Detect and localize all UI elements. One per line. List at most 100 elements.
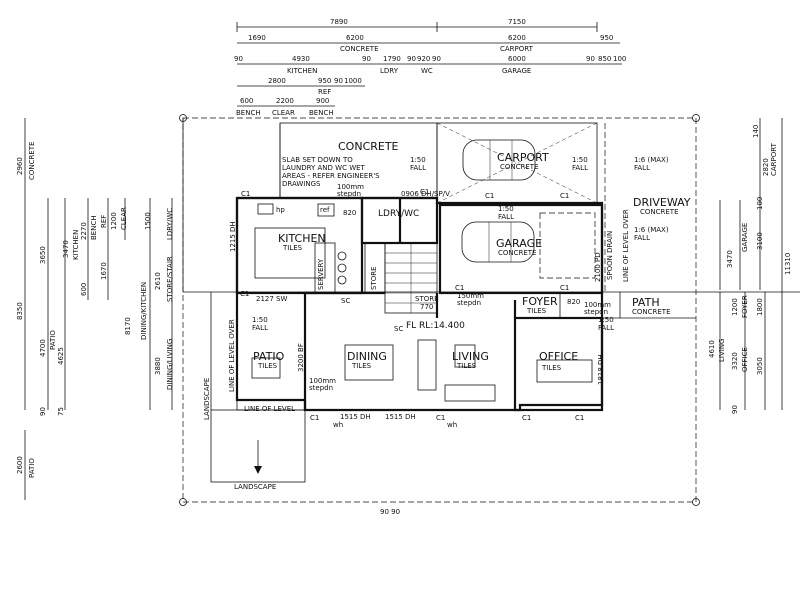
top-dim-label-concrete: CONCRETE [340, 45, 379, 53]
room-office-sub: TILES [541, 364, 562, 372]
room-landscape-left: LANDSCAPE [203, 378, 211, 420]
top-dim-2800: 2800 [268, 77, 286, 85]
right-dim-foyer: FOYER [741, 295, 749, 318]
room-labels: CONCRETE SLAB SET DOWN TO LAUNDRY AND WC… [203, 140, 691, 491]
left-dim-patio-bottom: PATIO [28, 458, 36, 478]
top-dim-850: 850 [598, 55, 611, 63]
room-store2-num: 770 [420, 303, 433, 311]
top-dim-90b: 90 [334, 77, 343, 85]
room-concrete-label: CONCRETE [338, 140, 399, 153]
top-dim-6200-b: 6200 [508, 34, 526, 42]
top-dim-1000: 1000 [344, 77, 362, 85]
top-dim-950: 950 [600, 34, 613, 42]
fall-label-4: FALL [634, 234, 650, 242]
c1-3: C1 [560, 192, 569, 200]
left-dim-bench: BENCH [90, 215, 98, 240]
room-driveway-label: DRIVEWAY [633, 196, 691, 209]
top-dim-90-4: 90 [432, 55, 441, 63]
room-dining-sub: TILES [351, 362, 372, 370]
left-dim-dining-kitchen: DINING/KITCHEN [140, 282, 148, 340]
room-garage-sub: CONCRETE [498, 249, 537, 257]
right-dim-90: 90 [731, 405, 739, 414]
right-dim-carport: CARPORT [770, 142, 778, 176]
room-dining-label: DINING [347, 350, 387, 363]
step-100-foyer: 100mm [584, 301, 611, 309]
right-dim-140: 140 [752, 125, 760, 138]
right-dim-2820: 2820 [762, 158, 770, 176]
line-of-level-bottom: LINE OF LEVEL [244, 405, 295, 413]
room-garage-label: GARAGE [496, 237, 542, 250]
top-dim-label-garage: GARAGE [502, 67, 531, 75]
left-dim-store-stair: STORE/STAIR [166, 256, 174, 302]
room-office-label: OFFICE [539, 350, 578, 363]
c1-6: C1 [436, 414, 445, 422]
stepdn-foyer: stepdn [584, 308, 608, 316]
room-ldry-wc-label: LDRY/WC [378, 209, 419, 219]
left-dim-8350: 8350 [16, 302, 24, 320]
top-dim-600: 600 [240, 97, 253, 105]
left-dim-2600: 2600 [16, 456, 24, 474]
top-dim-900: 900 [316, 97, 329, 105]
room-living-sub: TILES [456, 362, 477, 370]
room-kitchen-label: KITCHEN [278, 232, 326, 245]
left-dim-3470: 3470 [62, 240, 70, 258]
top-dim-100: 100 [613, 55, 626, 63]
c1-10: C1 [455, 284, 464, 292]
door-820-2: 820 [567, 298, 580, 306]
left-dim-2960: 2960 [16, 157, 24, 175]
concrete-note-line-3: AREAS - REFER ENGINEER'S [282, 172, 380, 180]
c1-2: C1 [485, 192, 494, 200]
right-dim-4610: 4610 [708, 340, 716, 358]
fall-label-1: FALL [410, 164, 426, 172]
top-dim-2200: 2200 [276, 97, 294, 105]
c1-5: C1 [310, 414, 319, 422]
fall-label-5: FALL [498, 213, 514, 221]
right-dim-3470: 3470 [726, 250, 734, 268]
fall-ratio-3: 1:6 (MAX) [634, 156, 669, 164]
top-dim-920: 920 [417, 55, 430, 63]
room-foyer-label: FOYER [522, 295, 558, 308]
step-100-top: 100mm [337, 183, 364, 191]
fall-ratio-1: 1:50 [410, 156, 426, 164]
step-100-patio: 100mm [309, 377, 336, 385]
room-driveway-sub: CONCRETE [640, 208, 679, 216]
left-dim-clear: CLEAR [120, 207, 128, 230]
fall-ratio-2: 1:50 [572, 156, 588, 164]
stepdn-store: stepdn [457, 299, 481, 307]
top-dim-label-bench-2: BENCH [309, 109, 334, 117]
stepdn-top: stepdn [337, 190, 361, 198]
room-carport-label: CARPORT [497, 151, 549, 164]
left-dim-75: 75 [57, 407, 65, 416]
house-walls [210, 122, 696, 483]
window-1515-dh-2: 1515 DH [385, 413, 416, 421]
room-patio-label: PATIO [253, 350, 285, 363]
top-dim-90-2: 90 [362, 55, 371, 63]
fall-label-6: FALL [252, 324, 268, 332]
sc-label-1: SC [341, 297, 350, 305]
fall-label-7: FALL [598, 324, 614, 332]
left-dim-4625: 4625 [57, 347, 65, 365]
c1-4: C1 [241, 190, 250, 198]
wh-label-2: wh [447, 421, 457, 429]
stepdn-patio: stepdn [309, 384, 333, 392]
right-dimensions: 140 2820 CARPORT 11310 3470 GARAGE 3100 … [708, 118, 792, 414]
top-dim-label-bench-1: BENCH [236, 109, 261, 117]
right-dim-11310: 11310 [784, 253, 792, 275]
c1-9: C1 [240, 290, 249, 298]
left-dim-1200: 1200 [110, 212, 118, 230]
hp-label: hp [276, 206, 285, 214]
wh-label-1: wh [333, 421, 343, 429]
room-kitchen-sub: TILES [282, 244, 303, 252]
top-dim-90-5: 90 [586, 55, 595, 63]
door-2100-pd: 2100 PD [594, 252, 602, 282]
spoon-drain-label: SPOON DRAIN [606, 231, 614, 280]
window-0906: 0906 DH/SP/V [401, 190, 450, 198]
left-dim-concrete: CONCRETE [28, 141, 36, 180]
top-dim-label-kitchen: KITCHEN [287, 67, 317, 75]
door-2127-sw: 2127 SW [256, 295, 287, 303]
room-living-label: LIVING [452, 350, 489, 363]
concrete-note-line-2: LAUNDRY AND WC WET [282, 164, 366, 172]
right-dim-office: OFFICE [741, 347, 749, 372]
left-dim-4700: 4700 [39, 339, 47, 357]
